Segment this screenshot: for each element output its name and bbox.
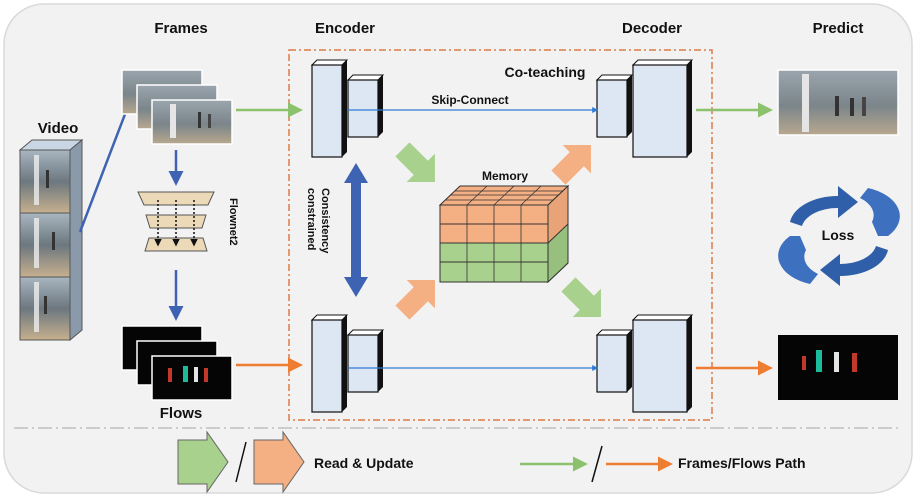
predict-frame-image bbox=[777, 69, 899, 136]
memory-cube bbox=[438, 184, 570, 284]
loss-cycle-icon bbox=[778, 186, 900, 286]
flownet-block bbox=[137, 191, 215, 252]
predict-mask-image bbox=[778, 335, 898, 400]
consistency-label-line2: constrained bbox=[305, 188, 317, 250]
video-label: Video bbox=[38, 120, 79, 137]
skip-connect-label: Skip-Connect bbox=[431, 93, 508, 107]
legend-slash-1 bbox=[235, 441, 247, 483]
flownet-label: Flownet2 bbox=[227, 198, 239, 246]
header-predict: Predict bbox=[813, 20, 864, 37]
frames-stack bbox=[121, 69, 233, 145]
video-stack bbox=[18, 138, 84, 342]
legend-paths-label: Frames/Flows Path bbox=[678, 455, 806, 471]
header-decoder: Decoder bbox=[622, 20, 682, 37]
decoder-bottom bbox=[595, 314, 694, 413]
encoder-top bbox=[310, 59, 385, 158]
legend-read-icon bbox=[177, 430, 229, 494]
flows-stack bbox=[121, 325, 233, 401]
co-teaching-box bbox=[288, 49, 713, 421]
update-arrow-bottom bbox=[395, 280, 435, 320]
decoder-top bbox=[595, 59, 694, 158]
header-encoder: Encoder bbox=[315, 20, 375, 37]
update-arrow-top bbox=[551, 145, 591, 185]
legend-read-update-label: Read & Update bbox=[314, 455, 414, 471]
encoder-bottom bbox=[310, 314, 385, 413]
memory-label: Memory bbox=[482, 169, 528, 183]
consistency-label-line1: Consistency bbox=[319, 188, 331, 254]
read-arrow-bottom bbox=[561, 277, 601, 317]
consistency-arrow bbox=[344, 163, 368, 297]
flows-label: Flows bbox=[160, 405, 203, 422]
legend-slash-2 bbox=[591, 445, 603, 483]
header-frames: Frames bbox=[154, 20, 207, 37]
loss-label: Loss bbox=[822, 227, 855, 243]
read-arrow-top bbox=[395, 142, 435, 182]
legend-update-icon bbox=[253, 430, 305, 494]
co-teaching-label: Co-teaching bbox=[505, 64, 586, 80]
